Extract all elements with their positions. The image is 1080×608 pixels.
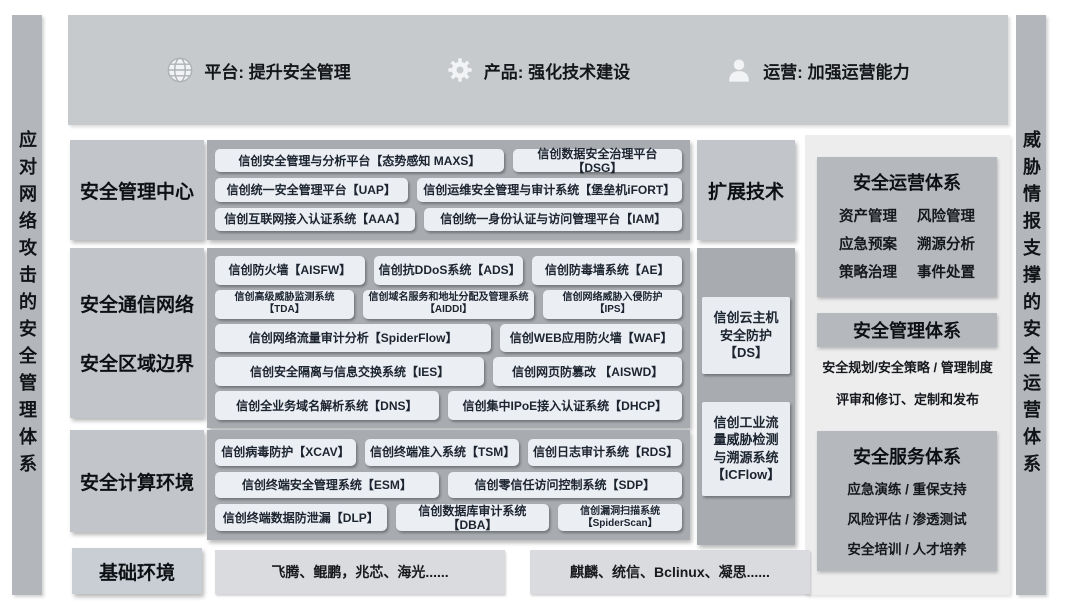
banner-text: 运营: 加强运营能力	[763, 62, 910, 82]
security-management-system-body: 安全规划/安全策略 / 管理制度 评审和修订、定制和发布	[807, 357, 1008, 421]
system-box-ae: 信创防毒墙系统【AE】	[532, 256, 683, 285]
security-services-items: 应急演练 / 重保支持 风险评估 / 渗透测试 安全培训 / 人才培养	[817, 478, 997, 558]
security-services-box: 安全服务体系 应急演练 / 重保支持 风险评估 / 渗透测试 安全培训 / 人才…	[817, 431, 997, 571]
system-box-dba: 信创数据库审计系统【DBA】	[395, 504, 550, 532]
security-operations-title: 安全运营体系	[853, 173, 961, 193]
panel-network-and-boundary: 信创防火墙【AISFW】 信创抗DDoS系统【ADS】 信创防毒墙系统【AE】 …	[207, 248, 690, 428]
ops-item: 资产管理	[839, 209, 897, 225]
mgmt-line: 安全规划/安全策略 / 管理制度	[822, 360, 993, 375]
section-label-network-and-boundary: 安全通信网络 安全区域边界	[70, 248, 204, 418]
system-box-dns: 信创全业务域名解析系统【DNS】	[215, 391, 439, 420]
system-box-sdp: 信创零信任访问控制系统【SDP】	[447, 471, 682, 499]
section-label-secure-computing-environment: 安全计算环境	[70, 430, 204, 532]
section-label-line: 安全区域边界	[79, 354, 194, 375]
system-box-aiddi: 信创域名服务和地址分配及管理系统 【AIDDI】	[362, 289, 535, 319]
panel-row: 信创安全管理与分析平台【态势感知 MAXS】 信创数据安全治理平台【DSG】	[215, 147, 682, 175]
banner-item-platform: 平台: 提升安全管理	[166, 56, 351, 84]
foundation-hardware-box: 飞腾、鲲鹏，兆芯、海光......	[215, 550, 505, 594]
system-box-spiderflow: 信创网络流量审计分析【SpiderFlow】	[215, 323, 492, 353]
right-ribbon-text: 威胁情报支撑的安全运营体系	[1021, 129, 1041, 481]
security-operations-items: 资产管理 风险管理 应急预案 溯源分析 策略治理 事件处置	[817, 205, 997, 282]
right-panel: 安全运营体系 资产管理 风险管理 应急预案 溯源分析 策略治理 事件处置 安全管…	[805, 135, 1010, 595]
system-box-esm: 信创终端安全管理系统【ESM】	[215, 471, 439, 499]
left-ribbon-text: 应对网络攻击的安全管理体系	[17, 129, 37, 481]
section-label-security-management-center: 安全管理中心	[70, 140, 204, 240]
panel-row: 信创终端数据防泄漏【DLP】 信创数据库审计系统【DBA】 信创漏洞扫描系统 【…	[215, 504, 682, 532]
left-ribbon: 应对网络攻击的安全管理体系	[12, 15, 42, 595]
section-label-extended-tech: 扩展技术	[697, 140, 795, 240]
security-management-system-title: 安全管理体系	[817, 313, 997, 347]
panel-row: 信创高级威胁监测系统【TDA】 信创域名服务和地址分配及管理系统 【AIDDI】…	[215, 289, 682, 319]
security-operations-box: 安全运营体系 资产管理 风险管理 应急预案 溯源分析 策略治理 事件处置	[817, 157, 997, 297]
ops-item: 风险管理	[917, 209, 975, 225]
svc-item: 风险评估 / 渗透测试	[847, 512, 967, 527]
ops-item: 应急预案	[839, 237, 897, 253]
system-box-aisfw: 信创防火墙【AISFW】	[215, 256, 365, 285]
system-box-iam: 信创统一身份认证与访问管理平台【IAM】	[424, 207, 682, 231]
banner-text: 产品: 强化技术建设	[483, 62, 631, 82]
gear-icon	[446, 56, 474, 84]
system-box-xcav: 信创病毒防护【XCAV】	[215, 439, 356, 466]
system-box-icflow: 信创工业流 量威胁检测 与溯源系统 【ICFlow】	[702, 401, 790, 496]
globe-icon	[166, 56, 194, 84]
panel-row: 信创网络流量审计分析【SpiderFlow】 信创WEB应用防火墙【WAF】	[215, 323, 682, 353]
system-box-tsm: 信创终端准入系统【TSM】	[364, 439, 519, 466]
ops-item: 事件处置	[917, 265, 975, 281]
system-box-ads: 信创抗DDoS系统【ADS】	[373, 256, 524, 285]
svc-item: 安全培训 / 人才培养	[847, 542, 967, 557]
system-box-spiderscan: 信创漏洞扫描系统 【SpiderScan】	[558, 504, 682, 532]
ops-item: 溯源分析	[917, 237, 975, 253]
panel-row: 信创安全隔离与信息交换系统【IES】 信创网页防篡改 【AISWD】	[215, 357, 682, 387]
right-ribbon: 威胁情报支撑的安全运营体系	[1016, 15, 1046, 595]
panel-row: 信创防火墙【AISFW】 信创抗DDoS系统【ADS】 信创防毒墙系统【AE】	[215, 256, 683, 285]
system-box-aiswd: 信创网页防篡改 【AISWD】	[493, 357, 682, 387]
panel-row: 信创全业务域名解析系统【DNS】 信创集中IPoE接入认证系统【DHCP】	[215, 391, 682, 420]
system-box-maxs: 信创安全管理与分析平台【态势感知 MAXS】	[215, 149, 504, 173]
banner-item-product: 产品: 强化技术建设	[446, 56, 630, 84]
panel-row: 信创互联网接入认证系统【AAA】 信创统一身份认证与访问管理平台【IAM】	[215, 207, 682, 231]
person-icon	[725, 56, 753, 84]
svc-item: 应急演练 / 重保支持	[847, 482, 967, 497]
system-box-ies: 信创安全隔离与信息交换系统【IES】	[215, 357, 485, 387]
foundation-os-box: 麒麟、统信、Bclinux、凝思......	[530, 550, 810, 594]
ops-item: 策略治理	[839, 265, 897, 281]
panel-security-management-center: 信创安全管理与分析平台【态势感知 MAXS】 信创数据安全治理平台【DSG】 信…	[207, 140, 690, 240]
system-box-waf: 信创WEB应用防火墙【WAF】	[500, 323, 682, 353]
section-label-line: 安全通信网络	[79, 295, 194, 316]
system-box-dlp: 信创终端数据防泄漏【DLP】	[215, 504, 387, 532]
system-box-ds: 信创云主机 安全防护 【DS】	[702, 297, 790, 374]
banner-text: 平台: 提升安全管理	[204, 62, 351, 82]
system-box-ifort: 信创运维安全管理与审计系统【堡垒机iFORT】	[416, 178, 682, 202]
system-box-rds: 信创日志审计系统【RDS】	[527, 439, 682, 466]
panel-secure-computing-environment: 信创病毒防护【XCAV】 信创终端准入系统【TSM】 信创日志审计系统【RDS】…	[207, 430, 690, 540]
system-box-dhcp: 信创集中IPoE接入认证系统【DHCP】	[447, 391, 682, 420]
banner-item-operations: 运营: 加强运营能力	[725, 56, 910, 84]
panel-row: 信创终端安全管理系统【ESM】 信创零信任访问控制系统【SDP】	[215, 471, 682, 499]
mgmt-line: 评审和修订、定制和发布	[835, 392, 979, 407]
system-box-aaa: 信创互联网接入认证系统【AAA】	[215, 207, 416, 231]
system-box-dsg: 信创数据安全治理平台【DSG】	[512, 147, 682, 175]
security-services-title: 安全服务体系	[853, 447, 961, 467]
panel-extended-tech: 信创云主机 安全防护 【DS】 信创工业流 量威胁检测 与溯源系统 【ICFlo…	[697, 248, 795, 545]
panel-row: 信创病毒防护【XCAV】 信创终端准入系统【TSM】 信创日志审计系统【RDS】	[215, 439, 682, 466]
top-banner: 平台: 提升安全管理 产品: 强化技术建设 运营: 加强运营能力	[68, 15, 1008, 125]
panel-row: 信创统一安全管理平台【UAP】 信创运维安全管理与审计系统【堡垒机iFORT】	[215, 178, 682, 202]
section-label-foundation-environment: 基础环境	[72, 548, 202, 594]
system-box-uap: 信创统一安全管理平台【UAP】	[215, 178, 408, 202]
system-box-ips: 信创网络威胁入侵防护【IPS】	[543, 289, 682, 319]
system-box-tda: 信创高级威胁监测系统【TDA】	[215, 289, 354, 319]
